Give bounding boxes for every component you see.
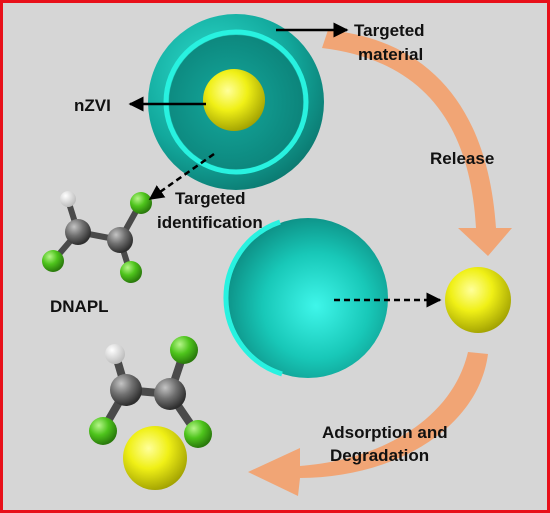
carbon-atom: [110, 374, 142, 406]
targeted-identification-label-line2: identification: [157, 213, 263, 232]
nzvi-core: [203, 69, 265, 131]
adsorbed-nzvi-particle: [123, 426, 187, 490]
adsorption-label-line2: Degradation: [330, 446, 429, 465]
hydrogen-atom: [60, 191, 76, 207]
carbon-atom: [154, 378, 186, 410]
dnapl-label: DNAPL: [50, 297, 109, 316]
nzvi-label: nZVI: [74, 96, 111, 115]
targeted-identification-label-line1: Targeted: [175, 189, 246, 208]
carbon-atom: [65, 219, 91, 245]
release-arrow: [322, 30, 512, 256]
released-nzvi-particle: [445, 267, 511, 333]
adsorbed-molecule: [89, 336, 212, 448]
chlorine-atom: [184, 420, 212, 448]
release-label: Release: [430, 149, 494, 168]
targeted-material-label-line1: Targeted: [354, 21, 425, 40]
targeted-material-sphere: [148, 14, 324, 190]
adsorption-arrow: [248, 352, 488, 496]
targeted-material-label-line2: material: [358, 45, 423, 64]
chlorine-atom: [170, 336, 198, 364]
released-material-sphere: [223, 218, 388, 378]
chlorine-atom: [89, 417, 117, 445]
adsorption-label-line1: Adsorption and: [322, 423, 448, 442]
chlorine-atom: [130, 192, 152, 214]
chlorine-atom: [42, 250, 64, 272]
hydrogen-atom: [105, 344, 125, 364]
dnapl-molecule: [42, 191, 152, 283]
targeted-identification-pointer: [148, 152, 215, 201]
carbon-atom: [107, 227, 133, 253]
chlorine-atom: [120, 261, 142, 283]
